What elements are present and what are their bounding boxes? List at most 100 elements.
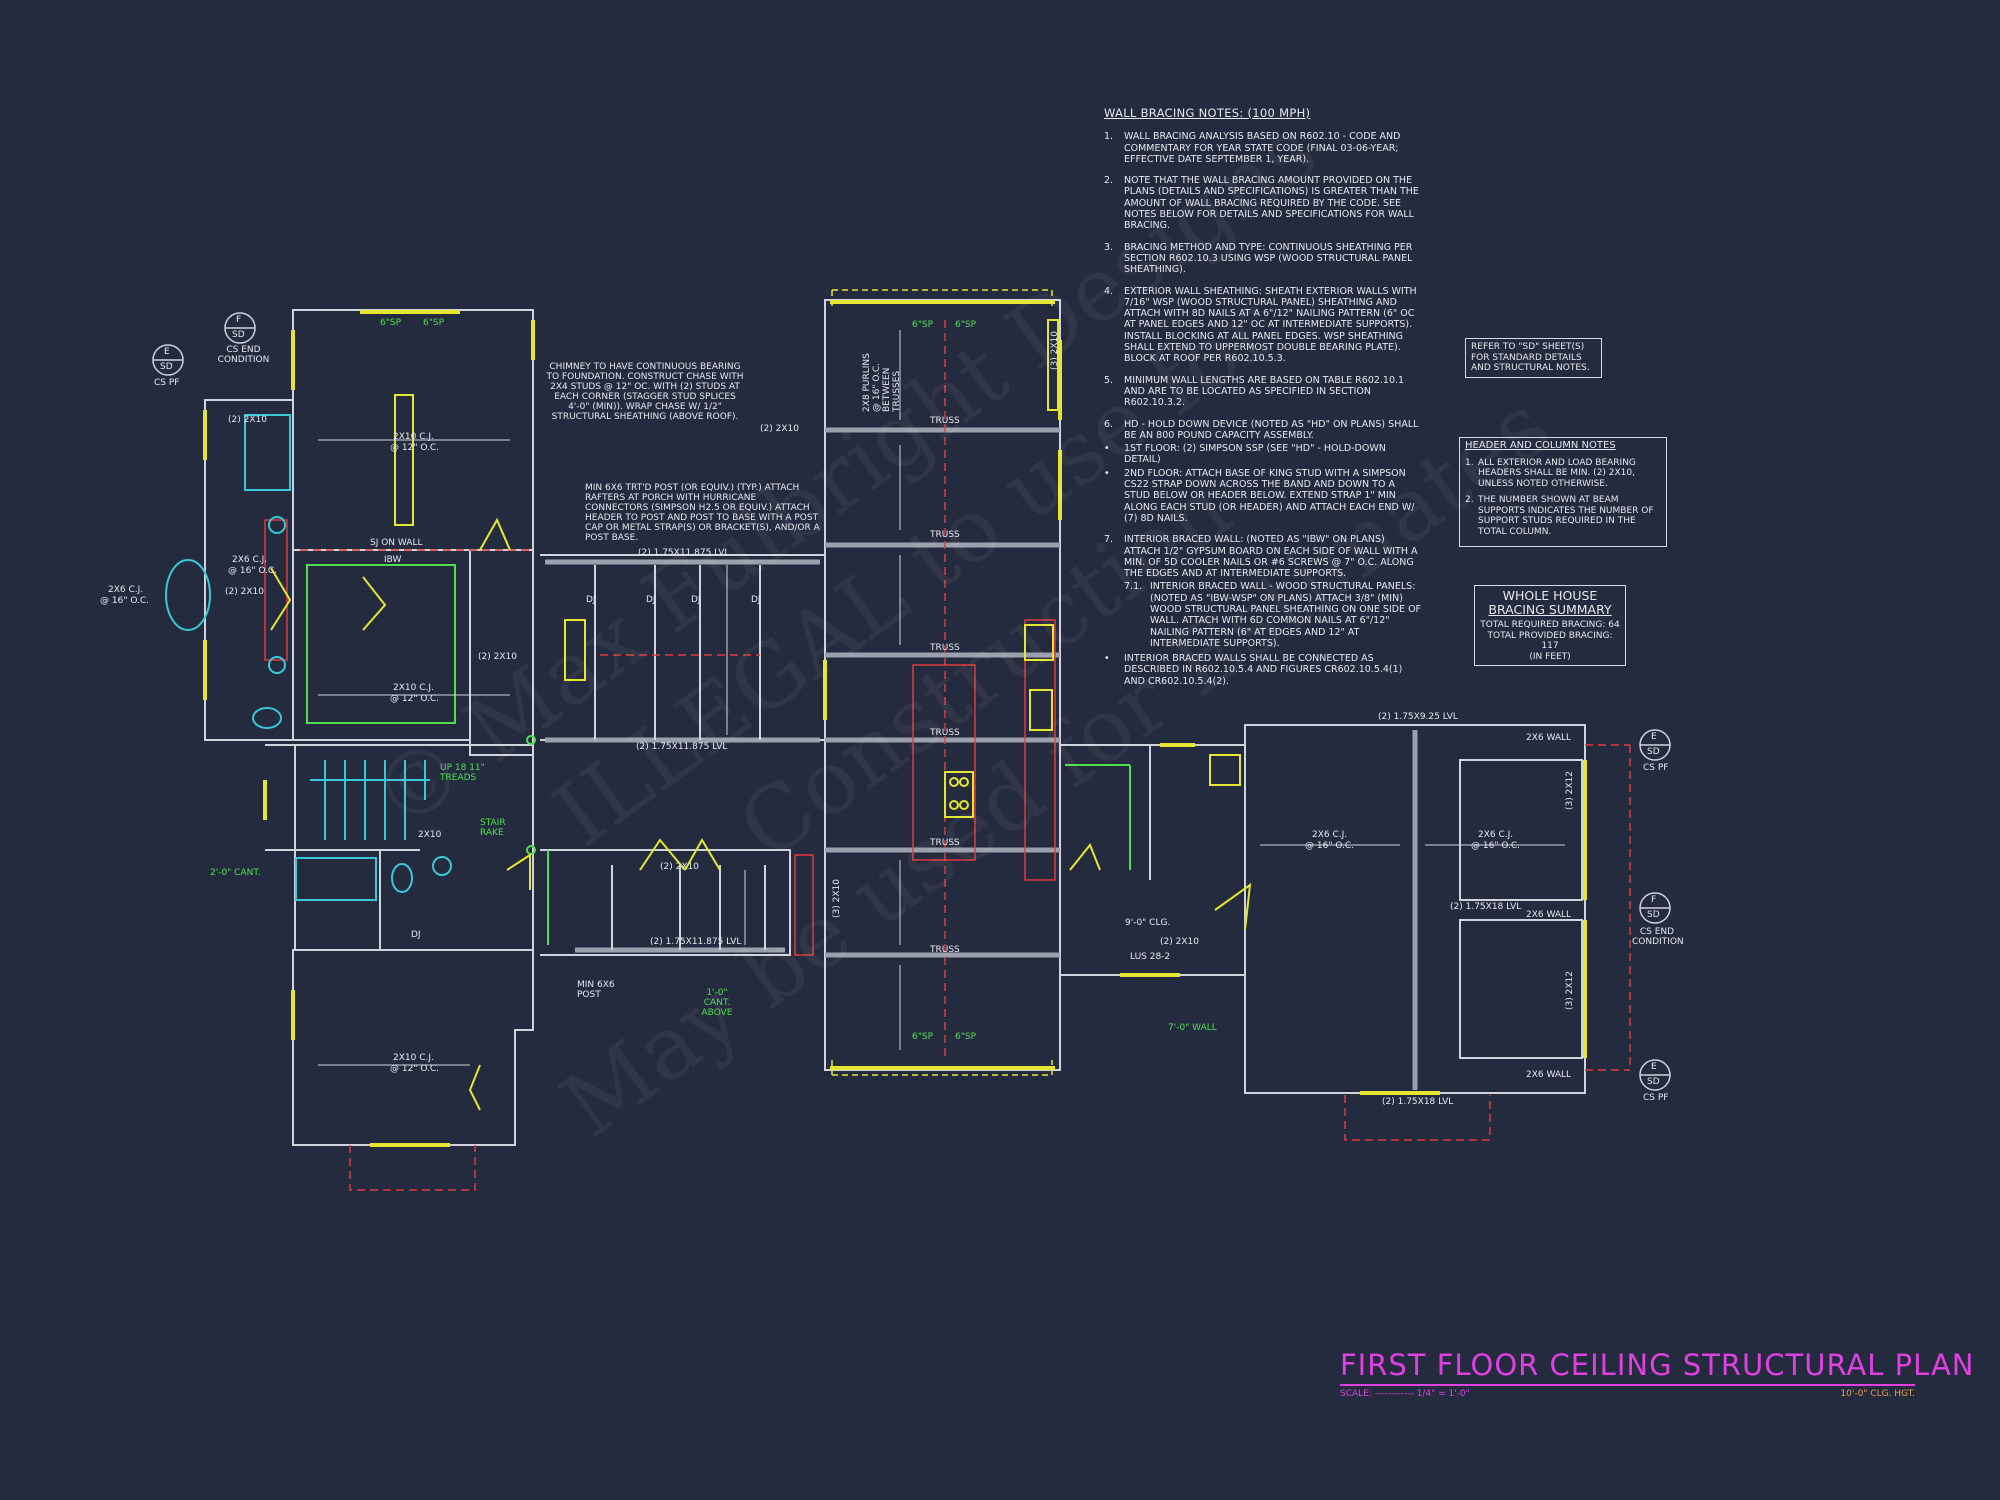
hanger-label: LUS 28-2 [1130,952,1171,962]
note-item: 6.HD - HOLD DOWN DEVICE (NOTED AS "HD" O… [1104,418,1419,441]
ceiling-joist-spacing: @ 12" O.C. [390,1064,440,1074]
summary-heading: BRACING SUMMARY [1488,602,1612,617]
wall-bracing-notes: WALL BRACING NOTES: (100 MPH) 1.WALL BRA… [1104,106,1424,697]
title-block: FIRST FLOOR CEILING STRUCTURAL PLAN SCAL… [1340,1348,1973,1399]
note-item: 4.EXTERIOR WALL SHEATHING: SHEATH EXTERI… [1104,285,1417,365]
sheathing-panel-label: 6"SP [380,318,402,328]
ceiling-joist-label: 2x6 C.J. [1312,830,1348,840]
note-item: 2.NOTE THAT THE WALL BRACING AMOUNT PROV… [1104,175,1419,232]
note-item: 1.ALL EXTERIOR AND LOAD BEARING HEADERS … [1465,457,1636,489]
refer-sd-box: REFER TO "SD" SHEET(S) FOR STANDARD DETA… [1465,338,1602,378]
dj-label: DJ [646,595,656,605]
header-label: (2) 2x10 [660,862,699,872]
wall-label: 2x6 WALL [1526,1070,1572,1080]
lvl-label: (2) 1.75x11.875 LVL [636,742,728,752]
dj-label: DJ [411,930,421,940]
sheathing-panel-label: 6"SP [955,320,977,330]
stair-rake-label: STAIR RAKE [480,818,506,838]
dj-label: DJ [751,595,761,605]
header-column-heading: HEADER AND COLUMN NOTES [1465,440,1616,451]
detail-marker-letter: F [1651,895,1657,905]
summary-unit: (IN FEET) [1529,651,1571,662]
cantilever-label: 2'-0" CANT. [210,868,261,878]
detail-marker-caption: CS PF [154,378,180,388]
note-item: •1ST FLOOR: (2) SIMPSON SSP (SEE "HD" - … [1104,443,1386,466]
framing-label: (3) 2x10 [832,879,842,918]
framing-label: (3) 2x12 [1565,971,1575,1010]
truss-label: TRUSS [930,945,960,955]
header-label: (2) 2x10 [760,424,799,434]
ceiling-joist-label: 2x10 C.J. [393,683,434,693]
framing-label: (3) 2x10 [1050,331,1060,370]
detail-marker-caption: CS PF [1643,763,1669,773]
detail-marker-sheet: SD [1647,910,1660,920]
note-item: 7.INTERIOR BRACED WALL: (NOTED AS "IBW" … [1104,534,1418,580]
note-item: 5.MINIMUM WALL LENGTHS ARE BASED ON TABL… [1104,374,1405,409]
ceiling-joist-spacing: @ 12" O.C. [390,443,440,453]
wall-center-block [540,554,826,741]
note-item: 7.1.INTERIOR BRACED WALL - WOOD STRUCTUR… [1124,581,1422,649]
scale-row: SCALE: ------------ 1/4" = 1'-0" 10'-0" … [1340,1389,1915,1399]
truss-label: TRUSS [930,838,960,848]
min-post-label: MIN 6x6 POST [577,980,615,1000]
wall-garage [1244,724,1586,1094]
refer-sd-text: REFER TO "SD" SHEET(S) FOR STANDARD DETA… [1471,342,1590,373]
truss-label: TRUSS [930,416,960,426]
lvl-label: (2) 1.75x18 LVL [1382,1097,1454,1107]
detail-marker-caption: CS END CONDITION [217,345,270,365]
wall-bottom-bedroom [292,949,534,1146]
lvl-label: (2) 1.75x9.25 LVL [1378,712,1458,722]
header-label: (2) 2x10 [1160,937,1199,947]
truss-label: TRUSS [930,728,960,738]
detail-marker-sheet: SD [160,362,173,372]
detail-marker-sheet: SD [232,330,245,340]
wall-height-label: 7'-0" WALL [1168,1023,1217,1033]
dj-label: DJ [691,595,701,605]
dj-label: DJ [586,595,596,605]
ceiling-joist-label: 2x6 C.J. [108,585,144,595]
wall-label: 2x6 WALL [1526,733,1572,743]
sheathing-panel-label: 6"SP [423,318,445,328]
header-label: (2) 2x10 [225,587,264,597]
ceiling-joist-label: 2x6 C.J. [232,555,268,565]
ceiling-joist-label: 2x6 C.J. [1478,830,1514,840]
purlins-label: 2x8 PURLINS @ 16" O.C. BETWEEN TRUSSES [862,353,902,412]
wall-master-bath [204,399,294,741]
detail-marker-letter: E [1651,732,1657,742]
sheathing-panel-label: 6"SP [955,1032,977,1042]
bracing-summary-box: WHOLE HOUSE BRACING SUMMARY TOTAL REQUIR… [1474,585,1626,666]
lvl-label: (2) 1.75x18 LVL [1450,902,1522,912]
summary-provided: TOTAL PROVIDED BRACING: 117 [1487,630,1613,652]
truss-label: TRUSS [930,643,960,653]
header-label: (2) 2x10 [228,415,267,425]
wall-bracing-heading: WALL BRACING NOTES: (100 MPH) [1104,106,1311,120]
ibw-label: IBW [384,555,402,565]
detail-marker-letter: F [236,315,242,325]
detail-marker-letter: E [1651,1062,1657,1072]
ceiling-joist-spacing: @ 16" O.C. [100,596,150,606]
wall-porch-lower [540,849,791,956]
detail-marker-sheet: SD [1647,747,1660,757]
note-item: •INTERIOR BRACED WALLS SHALL BE CONNECTE… [1104,653,1403,687]
wall-label: 2x6 WALL [1526,910,1572,920]
note-item: 1.WALL BRACING ANALYSIS BASED ON R602.10… [1104,131,1401,165]
sheathing-panel-label: 6"SP [912,320,934,330]
ceiling-joist-spacing: @ 16" O.C. [1471,841,1521,851]
cantilever-label: 1'-0" CANT. ABOVE [701,988,733,1018]
ceiling-height-label: 9'-0" CLG. [1125,918,1171,928]
note-item: 3.BRACING METHOD AND TYPE: CONTINUOUS SH… [1104,241,1413,276]
ceiling-joist-label: 2x10 C.J. [393,1053,434,1063]
detail-marker-caption: CS END CONDITION [1632,927,1684,947]
detail-marker-letter: E [164,347,170,357]
lvl-label: (2) 1.75x11.875 LVL [638,548,730,558]
sheet-title: FIRST FLOOR CEILING STRUCTURAL PLAN [1340,1348,1973,1386]
framing-label: 2x10 [418,830,442,840]
header-column-notes: HEADER AND COLUMN NOTES 1.ALL EXTERIOR A… [1459,437,1667,547]
detail-marker-caption: CS PF [1643,1093,1669,1103]
header-label: (2) 2x10 [478,652,517,662]
detail-marker-sheet: SD [1647,1077,1660,1087]
framing-label: (3) 2x12 [1565,771,1575,810]
ceiling-joist-spacing: @ 16" O.C. [1305,841,1355,851]
truss-label: TRUSS [930,530,960,540]
